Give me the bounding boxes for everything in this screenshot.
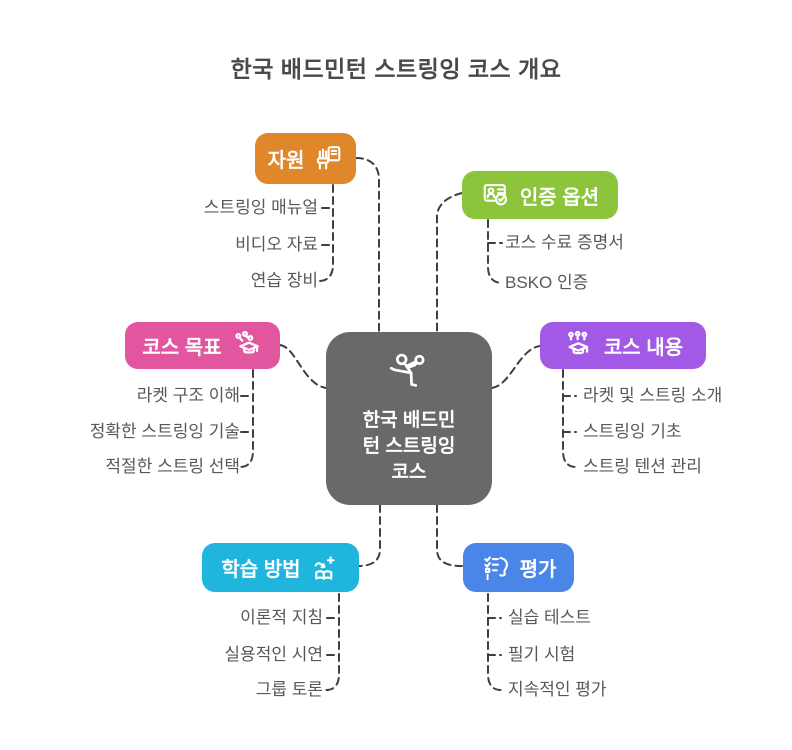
branch-item-label: 정확한 스트링잉 기술 (89, 422, 240, 441)
connector-goals-center (279, 344, 327, 389)
connector-eval-center (436, 504, 463, 567)
branch-node-methods: 학습 방법 (202, 543, 359, 592)
branch-node-certification: 인증 옵션 (462, 171, 618, 219)
connector-cert-items (487, 219, 503, 284)
branch-item-label: 스트링잉 기초 (583, 422, 682, 441)
connector-methods-center (357, 504, 381, 567)
branch-item-label: 필기 시험 (508, 645, 576, 664)
center-node: 한국 배드민 턴 스트링잉 코스 (326, 332, 492, 505)
id-badge-check-icon (481, 180, 511, 210)
branch-item-label: 그룹 토론 (255, 680, 323, 699)
branch-label: 평가 (519, 559, 557, 581)
branch-item-label: 스트링 텐션 관리 (583, 457, 702, 476)
branch-item-label: 라켓 구조 이해 (136, 386, 240, 405)
branch-item-label: 실습 테스트 (508, 608, 591, 627)
branch-node-goals: 코스 목표 (125, 322, 280, 369)
branch-item-label: 연습 장비 (250, 271, 318, 290)
badminton-player-icon (384, 351, 434, 402)
branch-item-label: 실용적인 시연 (224, 645, 323, 664)
branch-item-label: 코스 수료 증명서 (505, 233, 624, 252)
branch-item-label: BSKO 인증 (505, 273, 589, 292)
connector-resources-center (355, 157, 380, 333)
branch-item-label: 지속적인 평가 (508, 680, 607, 699)
branch-node-resources: 자원 (255, 133, 356, 184)
center-node-label: 한국 배드민 턴 스트링잉 코스 (362, 410, 456, 483)
branch-item-label: 라켓 및 스트링 소개 (583, 386, 723, 405)
branch-label: 코스 내용 (603, 337, 684, 359)
branch-label: 학습 방법 (221, 559, 301, 581)
connector-resources-items (318, 184, 334, 282)
branch-item-label: 스트링잉 매뉴얼 (203, 198, 318, 217)
connector-eval-items (487, 593, 502, 691)
connector-cert-center (436, 192, 463, 333)
connector-methods-items (325, 593, 340, 691)
connector-content-center (491, 345, 541, 389)
page-title: 한국 배드민턴 스트링잉 코스 개요 (230, 56, 562, 82)
branch-label: 코스 목표 (142, 337, 222, 359)
branch-label: 자원 (267, 150, 305, 172)
connector-goals-items (239, 369, 254, 468)
branch-item-label: 적절한 스트링 선택 (105, 457, 240, 476)
hand-holding-manual-icon (313, 144, 343, 174)
head-checklist-icon (481, 553, 511, 583)
branch-item-label: 비디오 자료 (235, 235, 318, 254)
branch-node-evaluation: 평가 (463, 543, 574, 592)
graduation-sprouts-icon (563, 330, 595, 362)
branch-item-label: 이론적 지침 (240, 608, 323, 627)
book-learning-path-icon (310, 553, 340, 583)
connector-content-items (562, 369, 577, 468)
graduation-goals-icon (231, 330, 263, 362)
branch-node-content: 코스 내용 (540, 322, 706, 369)
branch-label: 인증 옵션 (519, 186, 600, 209)
